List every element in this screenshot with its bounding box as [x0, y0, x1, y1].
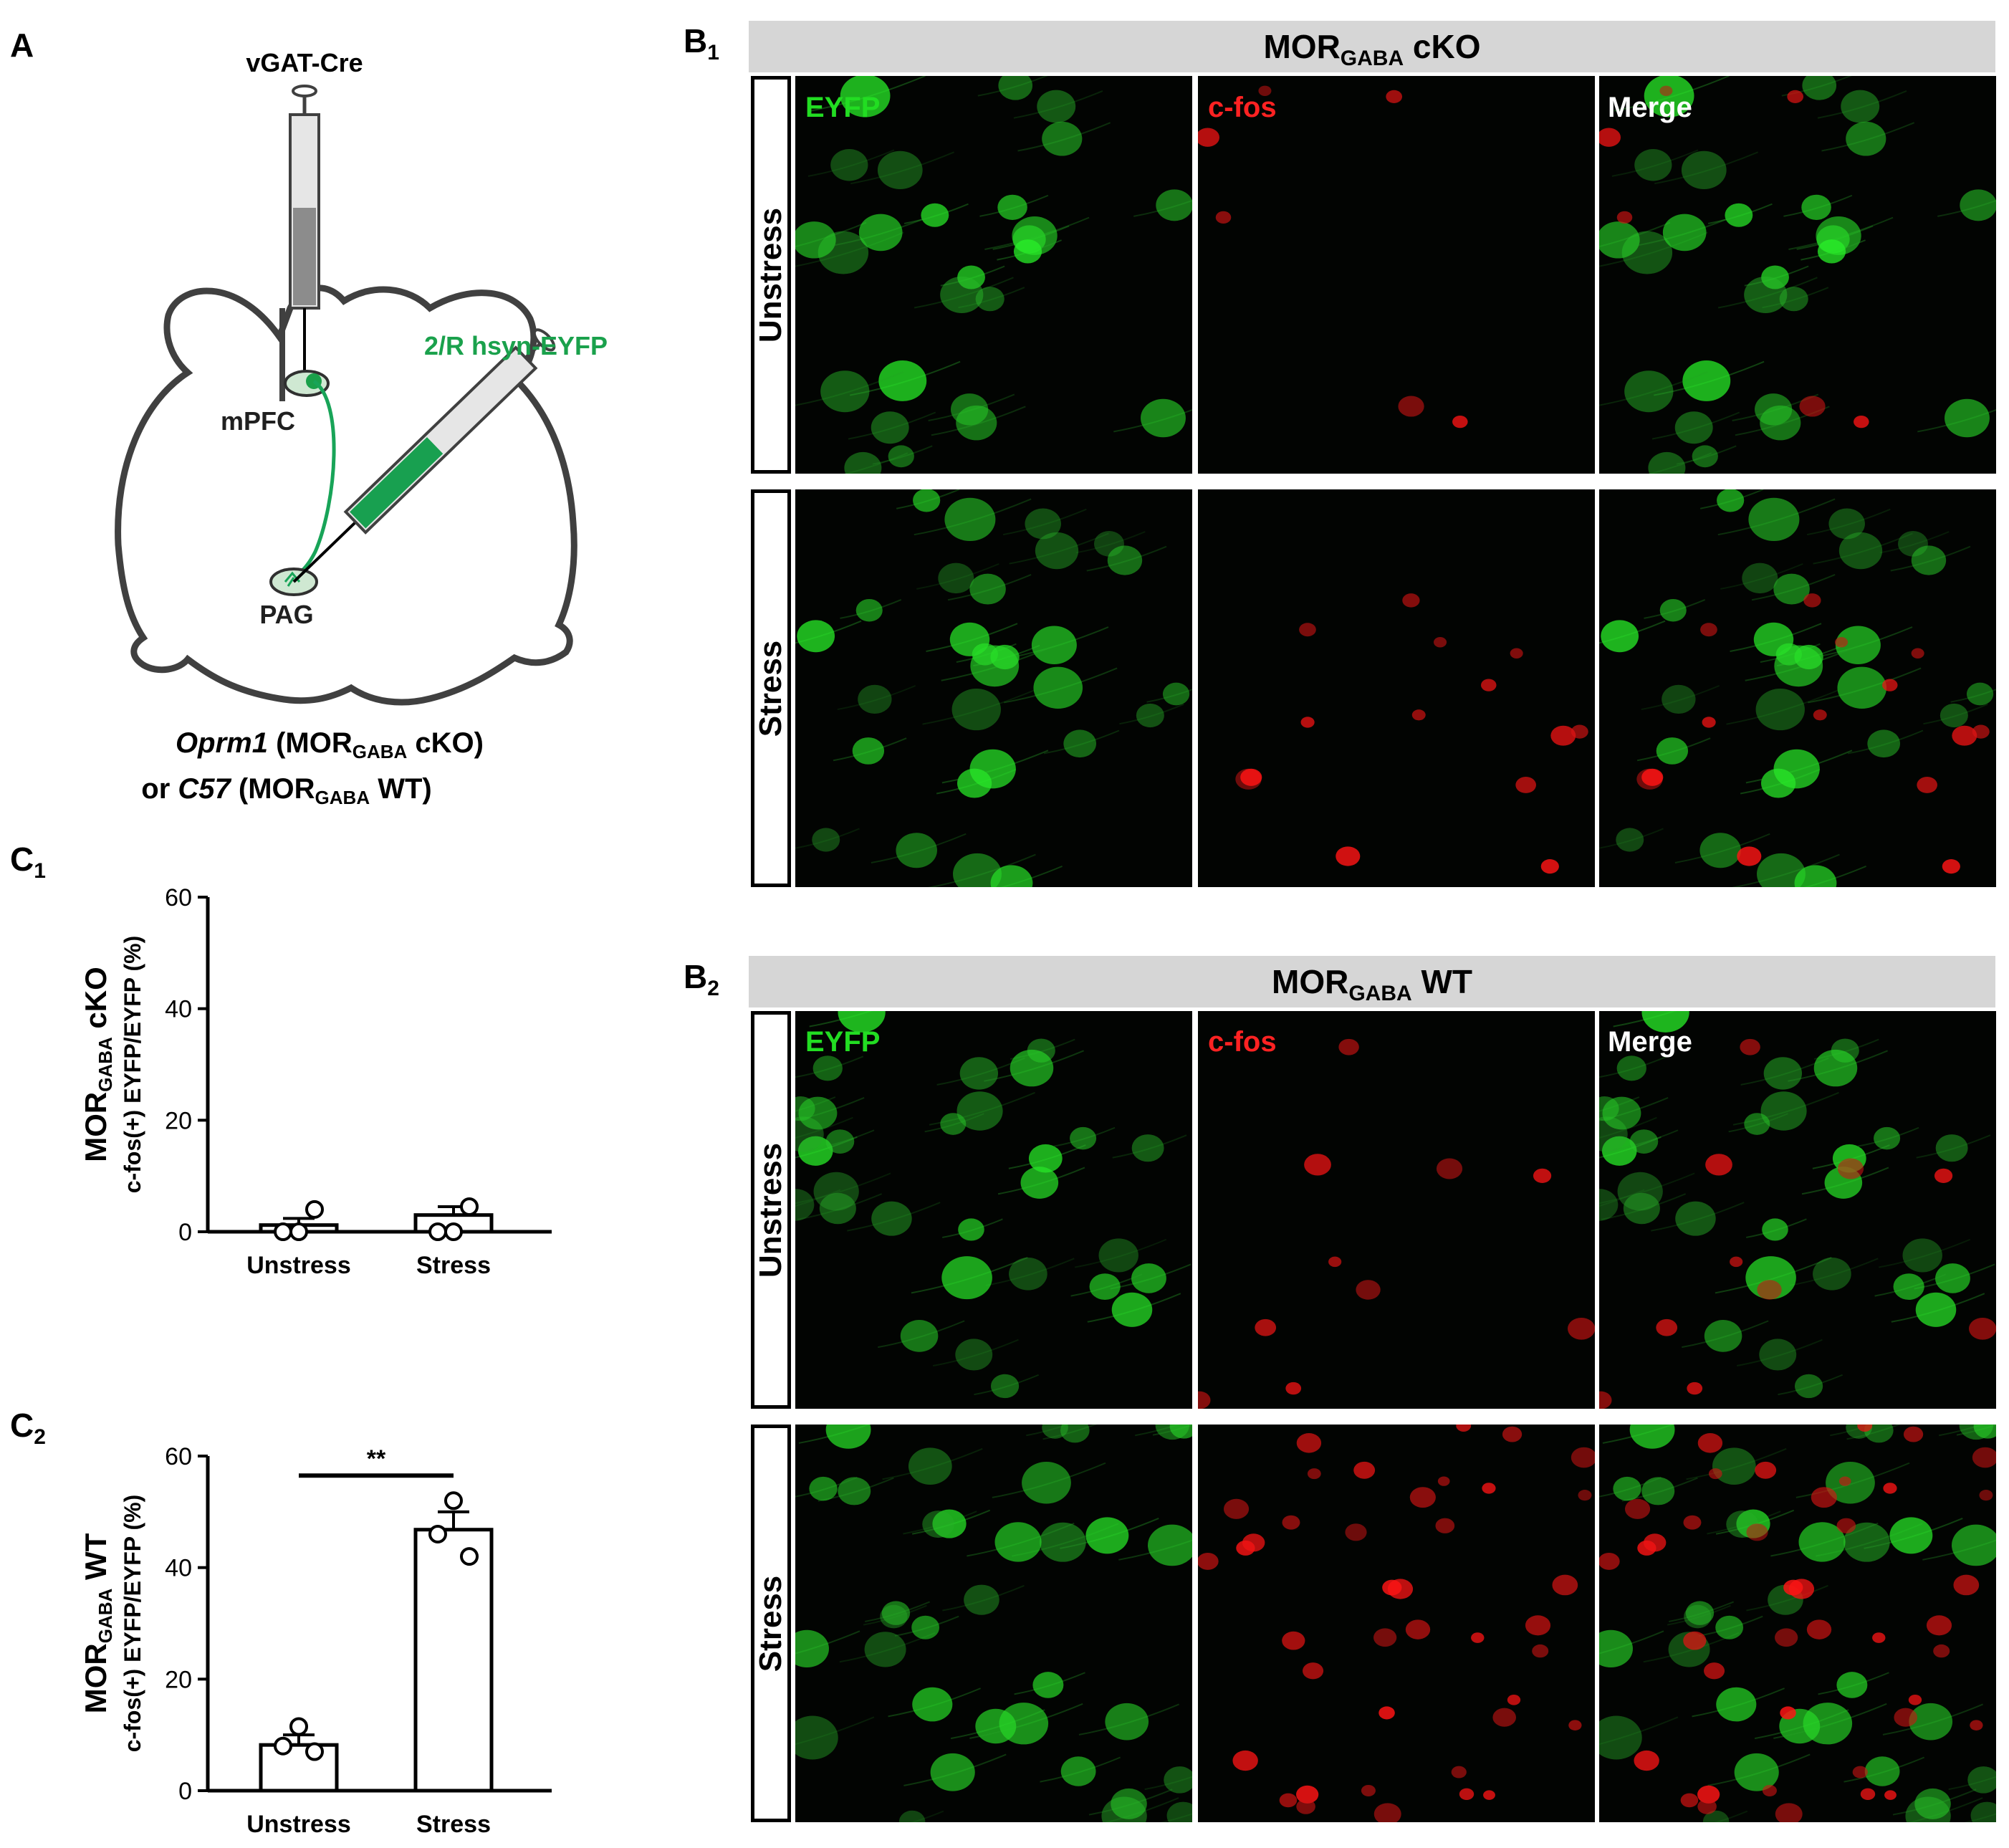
label-hsyn-eyfp: 2/R hsyn-EYFP — [424, 331, 608, 360]
data-point — [444, 1222, 463, 1241]
data-point — [289, 1222, 308, 1241]
y-axis-subtitle: c-fos(+) EYFP/EYFP (%) — [120, 936, 145, 1193]
panel-label-a: A — [10, 27, 34, 64]
data-point — [460, 1197, 479, 1216]
caption-line1: Oprm1 (MORGABA cKO) — [176, 727, 484, 762]
data-point — [428, 1222, 447, 1241]
b1-label-cfos: c-fos — [1208, 92, 1277, 123]
x-tick-label: Unstress — [246, 1252, 351, 1279]
micro-tile-r3-c2 — [1599, 1425, 1996, 1822]
x-tick-label: Stress — [416, 1811, 491, 1838]
significance-label: ** — [367, 1445, 386, 1473]
b1-title-bar: MORGABA cKO — [749, 21, 1995, 72]
bar-stress — [413, 1528, 494, 1793]
b2-row-unstress: Unstress — [751, 1011, 791, 1409]
y-tick-label: 20 — [165, 1107, 192, 1134]
data-point — [305, 1200, 324, 1219]
data-point — [274, 1736, 292, 1756]
micro-tile-r0-c0 — [795, 76, 1192, 474]
x-tick-label: Unstress — [246, 1811, 351, 1838]
y-axis-subtitle: c-fos(+) EYFP/EYFP (%) — [120, 1495, 145, 1752]
b1-label-merge: Merge — [1608, 92, 1692, 123]
x-tick-label: Stress — [416, 1252, 491, 1279]
micro-tile-r0-c2 — [1599, 76, 1996, 474]
y-axis-title: MORGABA WT — [79, 1533, 116, 1713]
label-mpfc: mPFC — [221, 406, 295, 436]
y-tick-label: 40 — [165, 996, 192, 1023]
y-tick-label: 60 — [165, 884, 192, 911]
b2-label-cfos: c-fos — [1208, 1026, 1277, 1058]
data-point — [289, 1717, 308, 1736]
caption-line2: or C57 (MORGABA WT) — [141, 773, 431, 808]
data-point — [428, 1524, 447, 1543]
data-point — [305, 1742, 324, 1761]
panel-label-b2: B2 — [684, 958, 719, 1000]
syringe-vgat — [289, 85, 320, 373]
data-point — [460, 1547, 479, 1566]
label-vgat-cre: vGAT-Cre — [246, 48, 363, 77]
y-axis-title: MORGABA cKO — [79, 967, 116, 1162]
micro-tile-r0-c1 — [1198, 76, 1595, 474]
brain-schematic: vGAT-Cre 2/R hsyn-EYFP mPFC PAG Oprm1 (M… — [115, 48, 608, 808]
y-tick-label: 20 — [165, 1666, 192, 1693]
b2-label-eyfp: EYFP — [805, 1026, 881, 1058]
b2-title-bar: MORGABA WT — [749, 956, 1995, 1007]
panel-label-b1: B1 — [684, 22, 719, 64]
panel-label-c1: C1 — [10, 841, 46, 883]
b2-label-merge: Merge — [1608, 1026, 1692, 1058]
y-tick-label: 0 — [178, 1219, 192, 1246]
b2-row-stress: Stress — [751, 1425, 791, 1822]
micro-tile-r3-c0 — [795, 1425, 1192, 1822]
y-tick-label: 40 — [165, 1555, 192, 1582]
micro-tile-r2-c0 — [795, 1011, 1192, 1409]
micro-tile-r1-c2 — [1599, 489, 1996, 887]
micro-tile-r3-c1 — [1198, 1425, 1595, 1822]
data-point — [444, 1491, 463, 1511]
b1-label-eyfp: EYFP — [805, 92, 881, 123]
micro-tile-r2-c2 — [1599, 1011, 1996, 1409]
b1-row-stress: Stress — [751, 489, 791, 887]
data-point — [274, 1222, 292, 1241]
bar-unstress — [259, 1743, 339, 1793]
brain-outline — [115, 284, 577, 706]
y-tick-label: 0 — [178, 1778, 192, 1805]
y-tick-label: 60 — [165, 1443, 192, 1470]
micro-tile-r2-c1 — [1198, 1011, 1595, 1409]
micro-tile-r1-c1 — [1198, 489, 1595, 887]
label-pag: PAG — [259, 600, 313, 629]
panel-label-c2: C2 — [10, 1407, 46, 1449]
micro-tile-r1-c0 — [795, 489, 1192, 887]
syringe-eyfp — [292, 328, 556, 583]
b1-row-unstress: Unstress — [751, 76, 791, 474]
